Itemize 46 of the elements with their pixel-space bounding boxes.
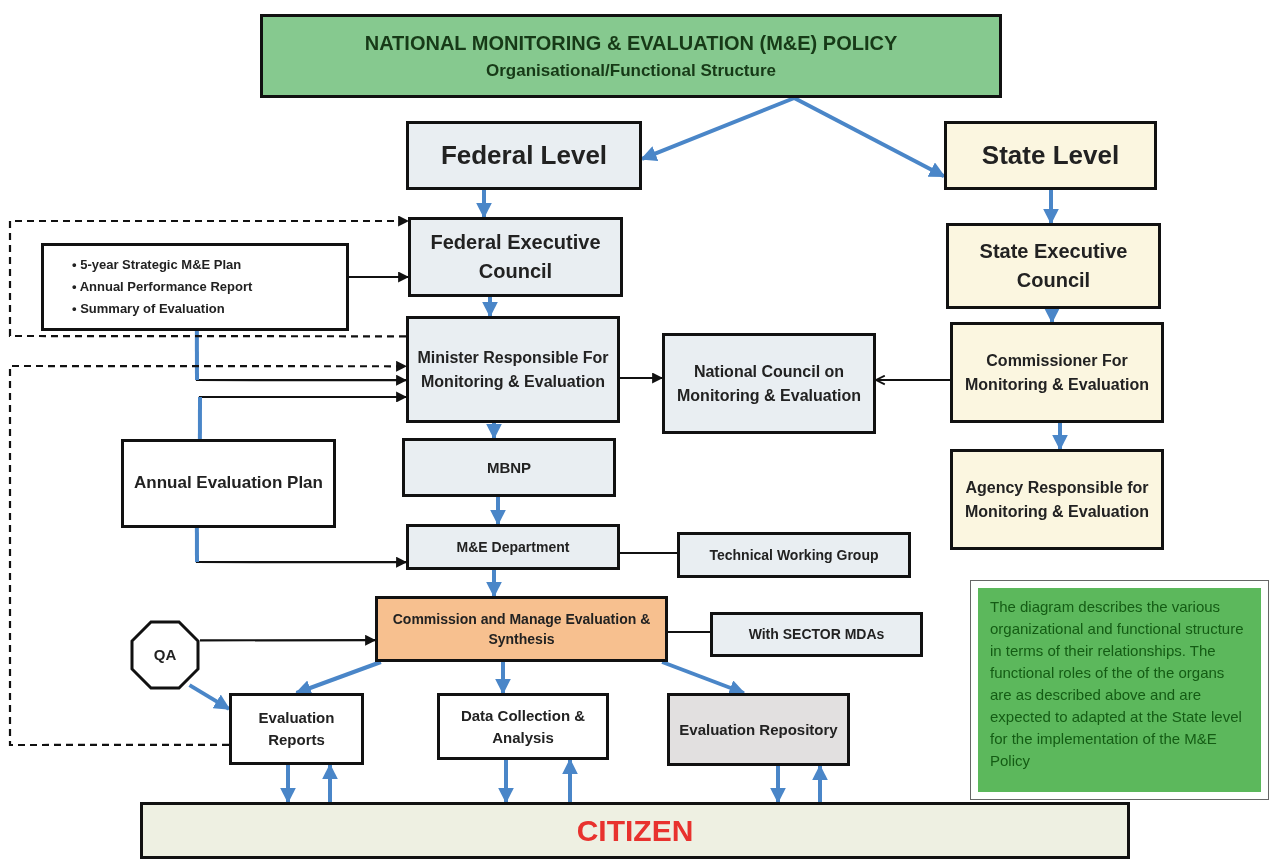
box-label: With SECTOR MDAs xyxy=(748,625,885,645)
title-box xyxy=(260,14,1002,98)
level-box xyxy=(944,121,1157,190)
list-item: • Annual Performance Report xyxy=(72,278,254,296)
policy-title: NATIONAL MONITORING & EVALUATION (M&E) POLICY xyxy=(364,31,898,57)
policy-subtitle: Organisational/Functional Structure xyxy=(486,60,776,83)
list-item: • 5-year Strategic M&E Plan xyxy=(72,256,243,274)
box-label: QA xyxy=(153,645,177,666)
box-label: Annual Evaluation Plan xyxy=(134,472,323,495)
process-box xyxy=(667,693,850,766)
box-label: National Council on Monitoring & Evaluation xyxy=(676,362,862,406)
note-text: The diagram describes the various organizational and functional structure in terms of their relationships. The functional roles of the of the organs are as described above and are expected to adapted at the State level for the implementation of the M&E Policy xyxy=(990,597,1245,771)
box-label: MBNP xyxy=(486,457,532,478)
council-box xyxy=(408,217,623,297)
process-box xyxy=(229,693,364,765)
box-label: Federal Executive Council xyxy=(429,230,602,284)
box-label: M&E Department xyxy=(456,537,570,557)
qa-octagon xyxy=(130,620,200,690)
box-label: Commission and Manage Evaluation & Synthesis xyxy=(391,609,652,649)
box-label: Commissioner For Monitoring & Evaluation xyxy=(964,351,1150,395)
box-label: Agency Responsible for Monitoring & Evaluation xyxy=(964,478,1150,522)
process-box xyxy=(662,333,876,434)
process-box xyxy=(710,612,923,657)
council-box xyxy=(946,223,1161,309)
citizen-band xyxy=(140,802,1130,859)
box-label: Data Collection & Analysis xyxy=(459,705,587,748)
box-label: Technical Working Group xyxy=(709,545,879,565)
level-box xyxy=(406,121,642,190)
box-label: State Level xyxy=(981,138,1120,172)
process-box xyxy=(121,439,336,528)
process-box xyxy=(677,532,911,578)
process-box xyxy=(950,322,1164,423)
process-box xyxy=(950,449,1164,550)
box-label: Federal Level xyxy=(440,138,608,172)
citizen-label: CITIZEN xyxy=(576,812,694,849)
box-label: State Executive Council xyxy=(978,239,1129,293)
list-item: • Summary of Evaluation xyxy=(72,300,226,318)
process-box xyxy=(375,596,668,662)
process-box xyxy=(406,524,620,570)
document-list-box xyxy=(41,243,349,331)
box-label: Evaluation Reports xyxy=(257,708,336,750)
box-label: Minister Responsible For Monitoring & Evaluation xyxy=(417,348,609,392)
box-label: Evaluation Repository xyxy=(679,719,838,740)
process-box xyxy=(437,693,609,760)
process-box xyxy=(402,438,616,497)
process-box xyxy=(406,316,620,423)
